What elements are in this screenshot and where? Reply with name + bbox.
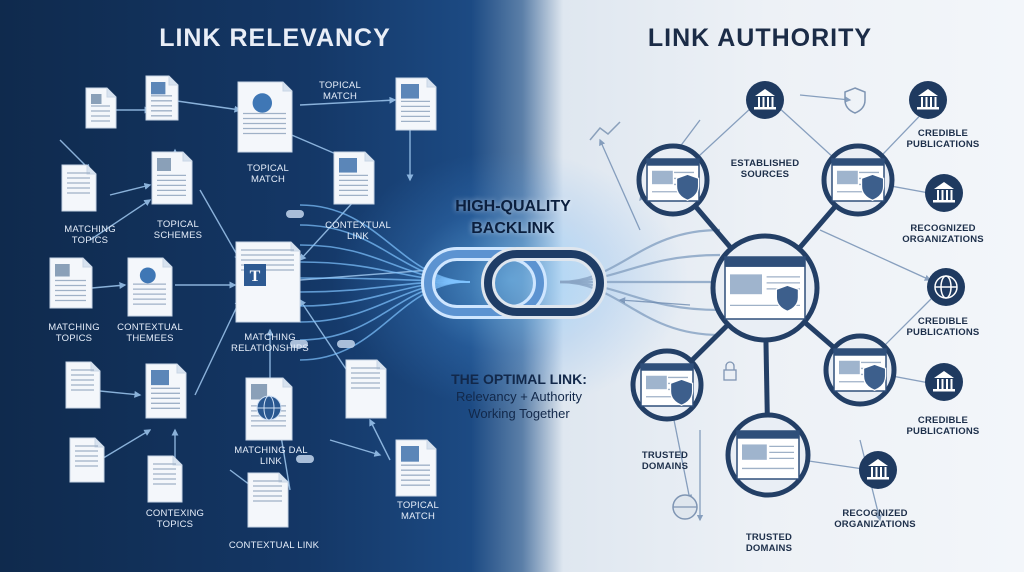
globe-icon xyxy=(256,395,282,421)
browser-window-icon xyxy=(725,412,811,498)
document-icon xyxy=(85,87,117,129)
bank-building-icon xyxy=(925,174,963,212)
browser-window-icon xyxy=(823,333,897,407)
shield-icon xyxy=(844,87,866,114)
bank-building-icon xyxy=(909,81,947,119)
document-icon xyxy=(65,361,101,409)
document-icon xyxy=(127,257,173,317)
document-icon xyxy=(145,75,179,121)
optimal-line-1: Relevancy + Authority xyxy=(455,389,583,404)
relevancy-stream-9 xyxy=(299,281,471,361)
shield-icon xyxy=(669,378,694,406)
browser-window-icon xyxy=(636,143,710,217)
globe-icon xyxy=(672,494,698,520)
authority-stream-0 xyxy=(559,228,721,284)
document-icon xyxy=(333,151,375,205)
tag-pill-icon xyxy=(296,455,314,463)
center-title-line-1: HIGH-QUALITY xyxy=(455,198,571,215)
authority-stream-1 xyxy=(559,253,721,284)
browser-window-icon xyxy=(630,348,704,422)
left-connector-23 xyxy=(329,439,382,457)
right-title: LINK AUTHORITY xyxy=(647,24,873,52)
document-icon xyxy=(151,151,193,205)
left-connector-13 xyxy=(194,298,241,396)
shield-icon xyxy=(860,173,885,201)
left-connector-7 xyxy=(89,199,152,241)
document-icon xyxy=(145,363,187,419)
browser-window-icon xyxy=(710,233,820,343)
right-connector-8 xyxy=(799,94,852,103)
document-icon xyxy=(235,241,301,323)
document-icon xyxy=(69,437,105,483)
shield-icon xyxy=(775,284,799,312)
document-icon xyxy=(49,257,93,309)
right-connector-11 xyxy=(819,229,932,281)
label-contextual-link-b: CONTEXTUAL LINK xyxy=(228,540,320,551)
bank-building-icon xyxy=(925,363,963,401)
svg-text:T: T xyxy=(250,268,261,285)
bank-building-icon xyxy=(746,81,784,119)
trend-chart-icon xyxy=(589,121,621,141)
globe-icon xyxy=(927,268,965,306)
document-icon xyxy=(237,81,293,153)
browser-window-icon xyxy=(821,143,895,217)
document-icon xyxy=(395,77,437,131)
relevancy-stream-0 xyxy=(299,204,471,283)
text-format-icon: T xyxy=(244,264,266,286)
tag-pill-icon xyxy=(290,340,308,348)
document-icon xyxy=(147,455,183,503)
optimal-link-caption: THE OPTIMAL LINK: Relevancy + Authority … xyxy=(424,370,614,422)
optimal-heading: THE OPTIMAL LINK: xyxy=(451,371,587,387)
shield-icon xyxy=(675,173,700,201)
shield-icon xyxy=(862,363,887,391)
right-connector-12 xyxy=(618,297,691,306)
center-title: HIGH-QUALITY BACKLINK xyxy=(428,196,598,240)
document-icon xyxy=(61,164,97,212)
left-connector-11 xyxy=(299,199,356,262)
document-icon xyxy=(395,439,437,497)
lock-icon xyxy=(723,361,737,381)
left-connector-19 xyxy=(369,418,391,461)
tag-pill-icon xyxy=(337,340,355,348)
right-connector-9 xyxy=(599,138,641,231)
optimal-line-2: Working Together xyxy=(468,406,570,421)
tag-pill-icon xyxy=(286,210,304,218)
left-connector-4 xyxy=(109,182,152,196)
document-icon xyxy=(247,472,289,528)
authority-stream-4 xyxy=(559,280,721,337)
link-chain-icon xyxy=(421,247,607,319)
relevancy-stream-1 xyxy=(299,224,471,283)
left-connector-16 xyxy=(99,429,152,461)
left-title: LINK RELEVANCY xyxy=(159,24,391,52)
left-connector-1 xyxy=(169,99,242,113)
center-title-line-2: BACKLINK xyxy=(471,220,555,237)
left-connector-2 xyxy=(299,96,397,106)
document-icon xyxy=(345,359,387,419)
left-connector-6 xyxy=(199,189,241,262)
bank-building-icon xyxy=(859,451,897,489)
